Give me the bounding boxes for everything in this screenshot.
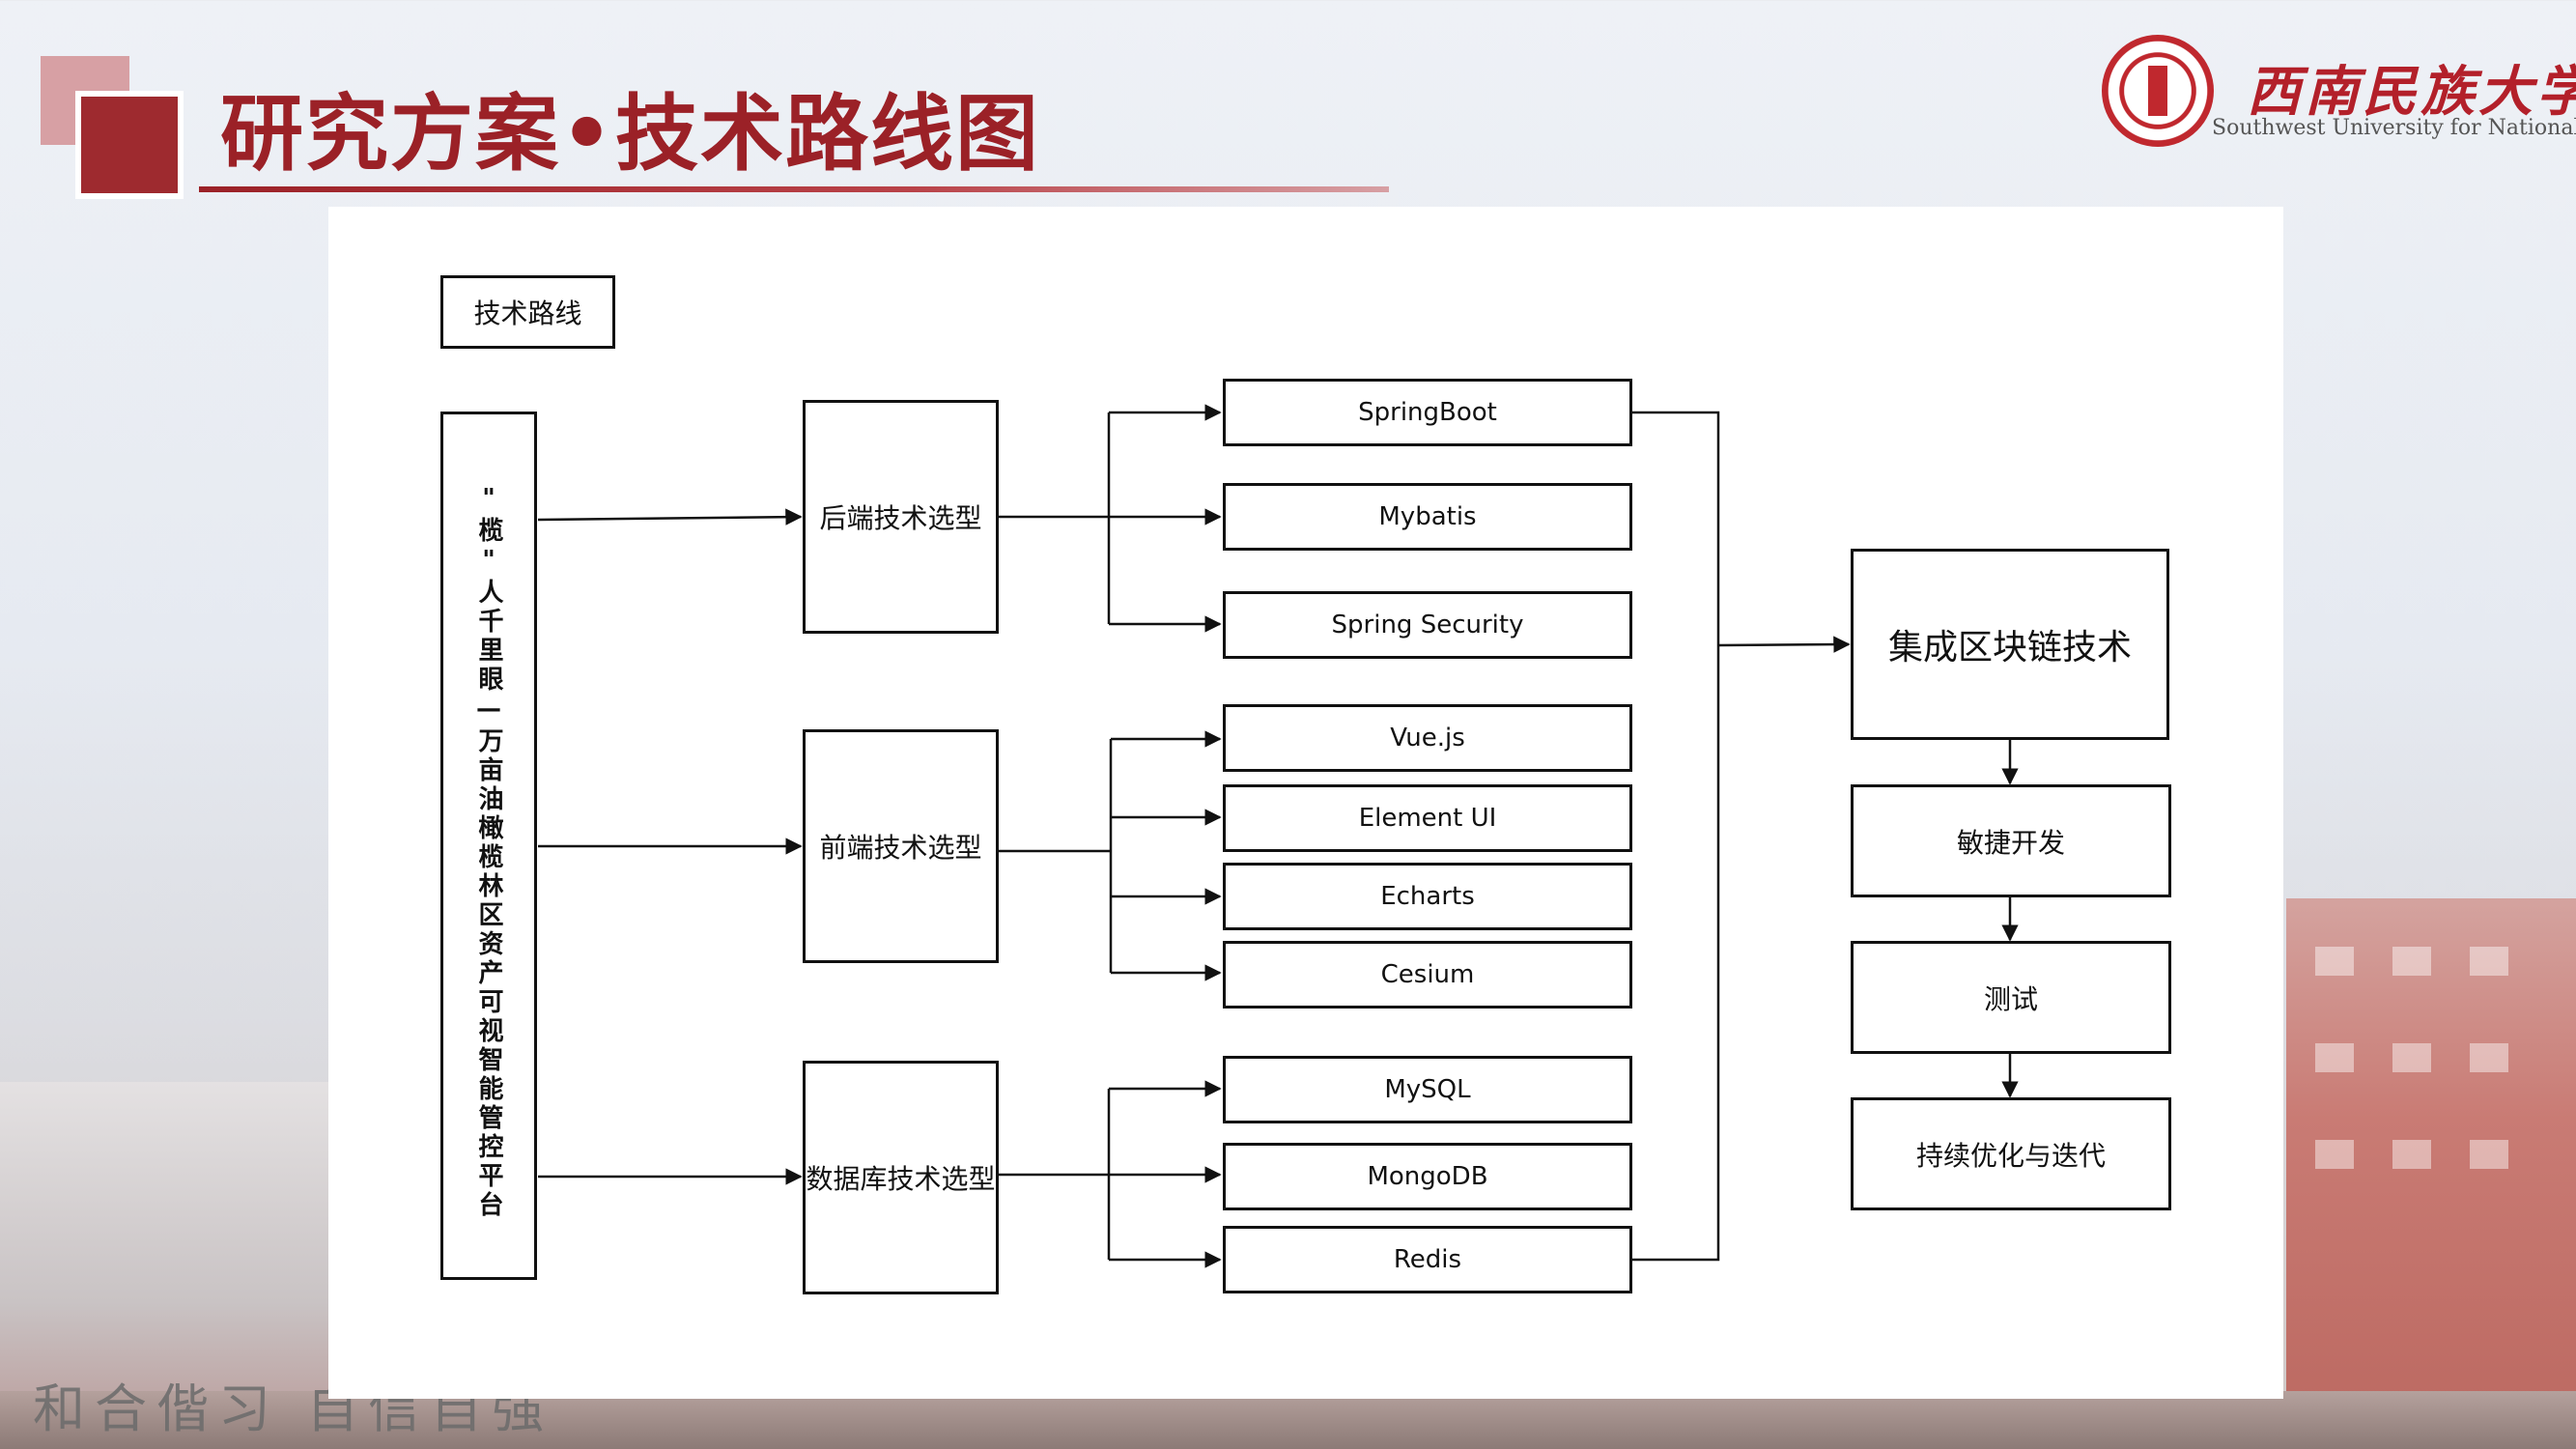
- database-selection-box: 数据库技术选型: [803, 1061, 999, 1294]
- tech-item-cesium: Cesium: [1223, 941, 1632, 1009]
- tech-item-label: Spring Security: [1331, 611, 1524, 639]
- tech-item-label: Mybatis: [1378, 502, 1477, 531]
- tech-item-redis: Redis: [1223, 1226, 1632, 1293]
- tech-item-echarts: Echarts: [1223, 863, 1632, 930]
- process-step-label: 敏捷开发: [1956, 826, 2065, 859]
- page-title: 研究方案•技术路线图: [220, 86, 1040, 183]
- backend-selection-label: 后端技术选型: [819, 502, 982, 534]
- process-agile-box: 敏捷开发: [1851, 784, 2171, 897]
- tech-item-label: MongoDB: [1367, 1162, 1488, 1191]
- tech-item-mysql: MySQL: [1223, 1056, 1632, 1123]
- tech-item-label: Cesium: [1380, 960, 1475, 989]
- process-step-label: 持续优化与迭代: [1915, 1139, 2106, 1172]
- university-seal-logo: [2102, 35, 2214, 147]
- university-name-cn: 西南民族大学: [2247, 60, 2576, 124]
- process-step-label: 集成区块链技术: [1887, 628, 2132, 668]
- background-building-left: [0, 1082, 348, 1449]
- tech-item-label: Element UI: [1358, 804, 1497, 833]
- tech-item-springboot: SpringBoot: [1223, 379, 1632, 446]
- tech-item-mongodb: MongoDB: [1223, 1143, 1632, 1210]
- tech-item-mybatis: Mybatis: [1223, 483, 1632, 551]
- platform-label: "榄"人千里眼—万亩油橄榄林区资产可视智能管控平台: [474, 484, 503, 1220]
- tech-item-spring-security: Spring Security: [1223, 591, 1632, 659]
- frontend-selection-box: 前端技术选型: [803, 729, 999, 963]
- process-test-box: 测试: [1851, 941, 2171, 1054]
- tech-item-label: Echarts: [1380, 882, 1475, 911]
- tech-item-vuejs: Vue.js: [1223, 704, 1632, 772]
- tech-item-element-ui: Element UI: [1223, 784, 1632, 852]
- background-ground: [0, 1391, 2576, 1449]
- tech-route-label-box: 技术路线: [440, 275, 615, 349]
- process-blockchain-box: 集成区块链技术: [1851, 549, 2169, 740]
- tech-item-label: Redis: [1393, 1245, 1462, 1274]
- title-decoration-square-dark: [75, 91, 184, 199]
- tech-item-label: MySQL: [1384, 1075, 1471, 1104]
- tech-item-label: Vue.js: [1390, 724, 1465, 753]
- frontend-selection-label: 前端技术选型: [819, 832, 982, 864]
- process-step-label: 测试: [1983, 982, 2038, 1015]
- background-building-right: [2286, 898, 2576, 1449]
- tech-item-label: SpringBoot: [1358, 398, 1497, 427]
- title-underline: [199, 186, 1389, 192]
- database-selection-label: 数据库技术选型: [806, 1163, 996, 1195]
- backend-selection-box: 后端技术选型: [803, 400, 999, 634]
- tech-route-label: 技术路线: [473, 298, 582, 329]
- process-iterate-box: 持续优化与迭代: [1851, 1097, 2171, 1210]
- platform-box: "榄"人千里眼—万亩油橄榄林区资产可视智能管控平台: [440, 412, 537, 1280]
- university-name-en: Southwest University for Nationalities: [2212, 116, 2576, 140]
